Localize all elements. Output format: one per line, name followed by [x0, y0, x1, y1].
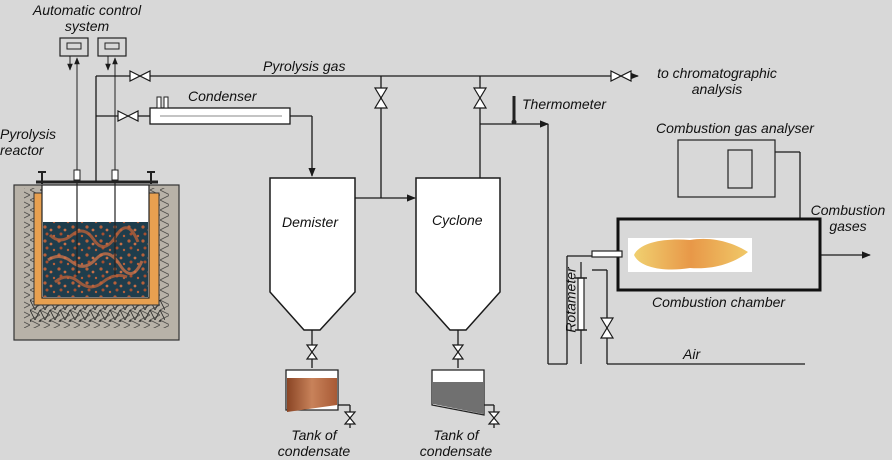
combustion-chamber: [591, 217, 822, 292]
combustion-gas-analyser: [677, 139, 776, 198]
label-air: Air: [683, 346, 701, 362]
label-thermometer: Thermometer: [522, 96, 607, 112]
valve-cyclone-drain: [451, 344, 465, 360]
valve-demister-branch: [373, 87, 389, 109]
tank-2: [431, 369, 485, 416]
valve-demister-drain: [305, 344, 319, 360]
valve-cyclone-branch: [472, 87, 488, 109]
pyrolysis-reactor: [13, 169, 180, 341]
valve-air: [599, 317, 615, 339]
valve-chromatograph: [610, 70, 632, 82]
rotameter: [575, 262, 587, 364]
label-control-system: Automatic control system: [32, 2, 142, 34]
label-rotameter: Rotameter: [562, 267, 579, 333]
valve-condenser: [117, 110, 139, 122]
label-pyrolysis-gas: Pyrolysis gas: [263, 58, 346, 74]
label-chromatographic: to chromatographic analysis: [657, 65, 777, 97]
cyclone-vessel: [415, 177, 501, 331]
label-tank-2: Tank of condensate: [419, 427, 493, 459]
label-combustion-chamber: Combustion chamber: [652, 294, 786, 310]
valve-tank2: [487, 411, 501, 425]
label-combustion-gas-analyser: Combustion gas analyser: [656, 120, 814, 136]
condenser: [149, 96, 291, 125]
label-demister: Demister: [282, 214, 339, 230]
control-system: [59, 37, 127, 170]
thermometer: [511, 96, 517, 125]
valves: [117, 70, 632, 425]
label-combustion-gases: Combustion gases: [810, 202, 886, 234]
label-cyclone: Cyclone: [432, 212, 483, 228]
label-tank-1: Tank of condensate: [277, 427, 351, 459]
flame: [634, 238, 748, 270]
label-pyrolysis-reactor: Pyrolysis reactor: [0, 126, 57, 158]
valve-tank1: [343, 411, 357, 425]
label-condenser: Condenser: [188, 88, 257, 104]
tank-1: [285, 369, 339, 412]
valve-gas-outlet: [129, 70, 151, 82]
demister-vessel: [269, 177, 356, 331]
